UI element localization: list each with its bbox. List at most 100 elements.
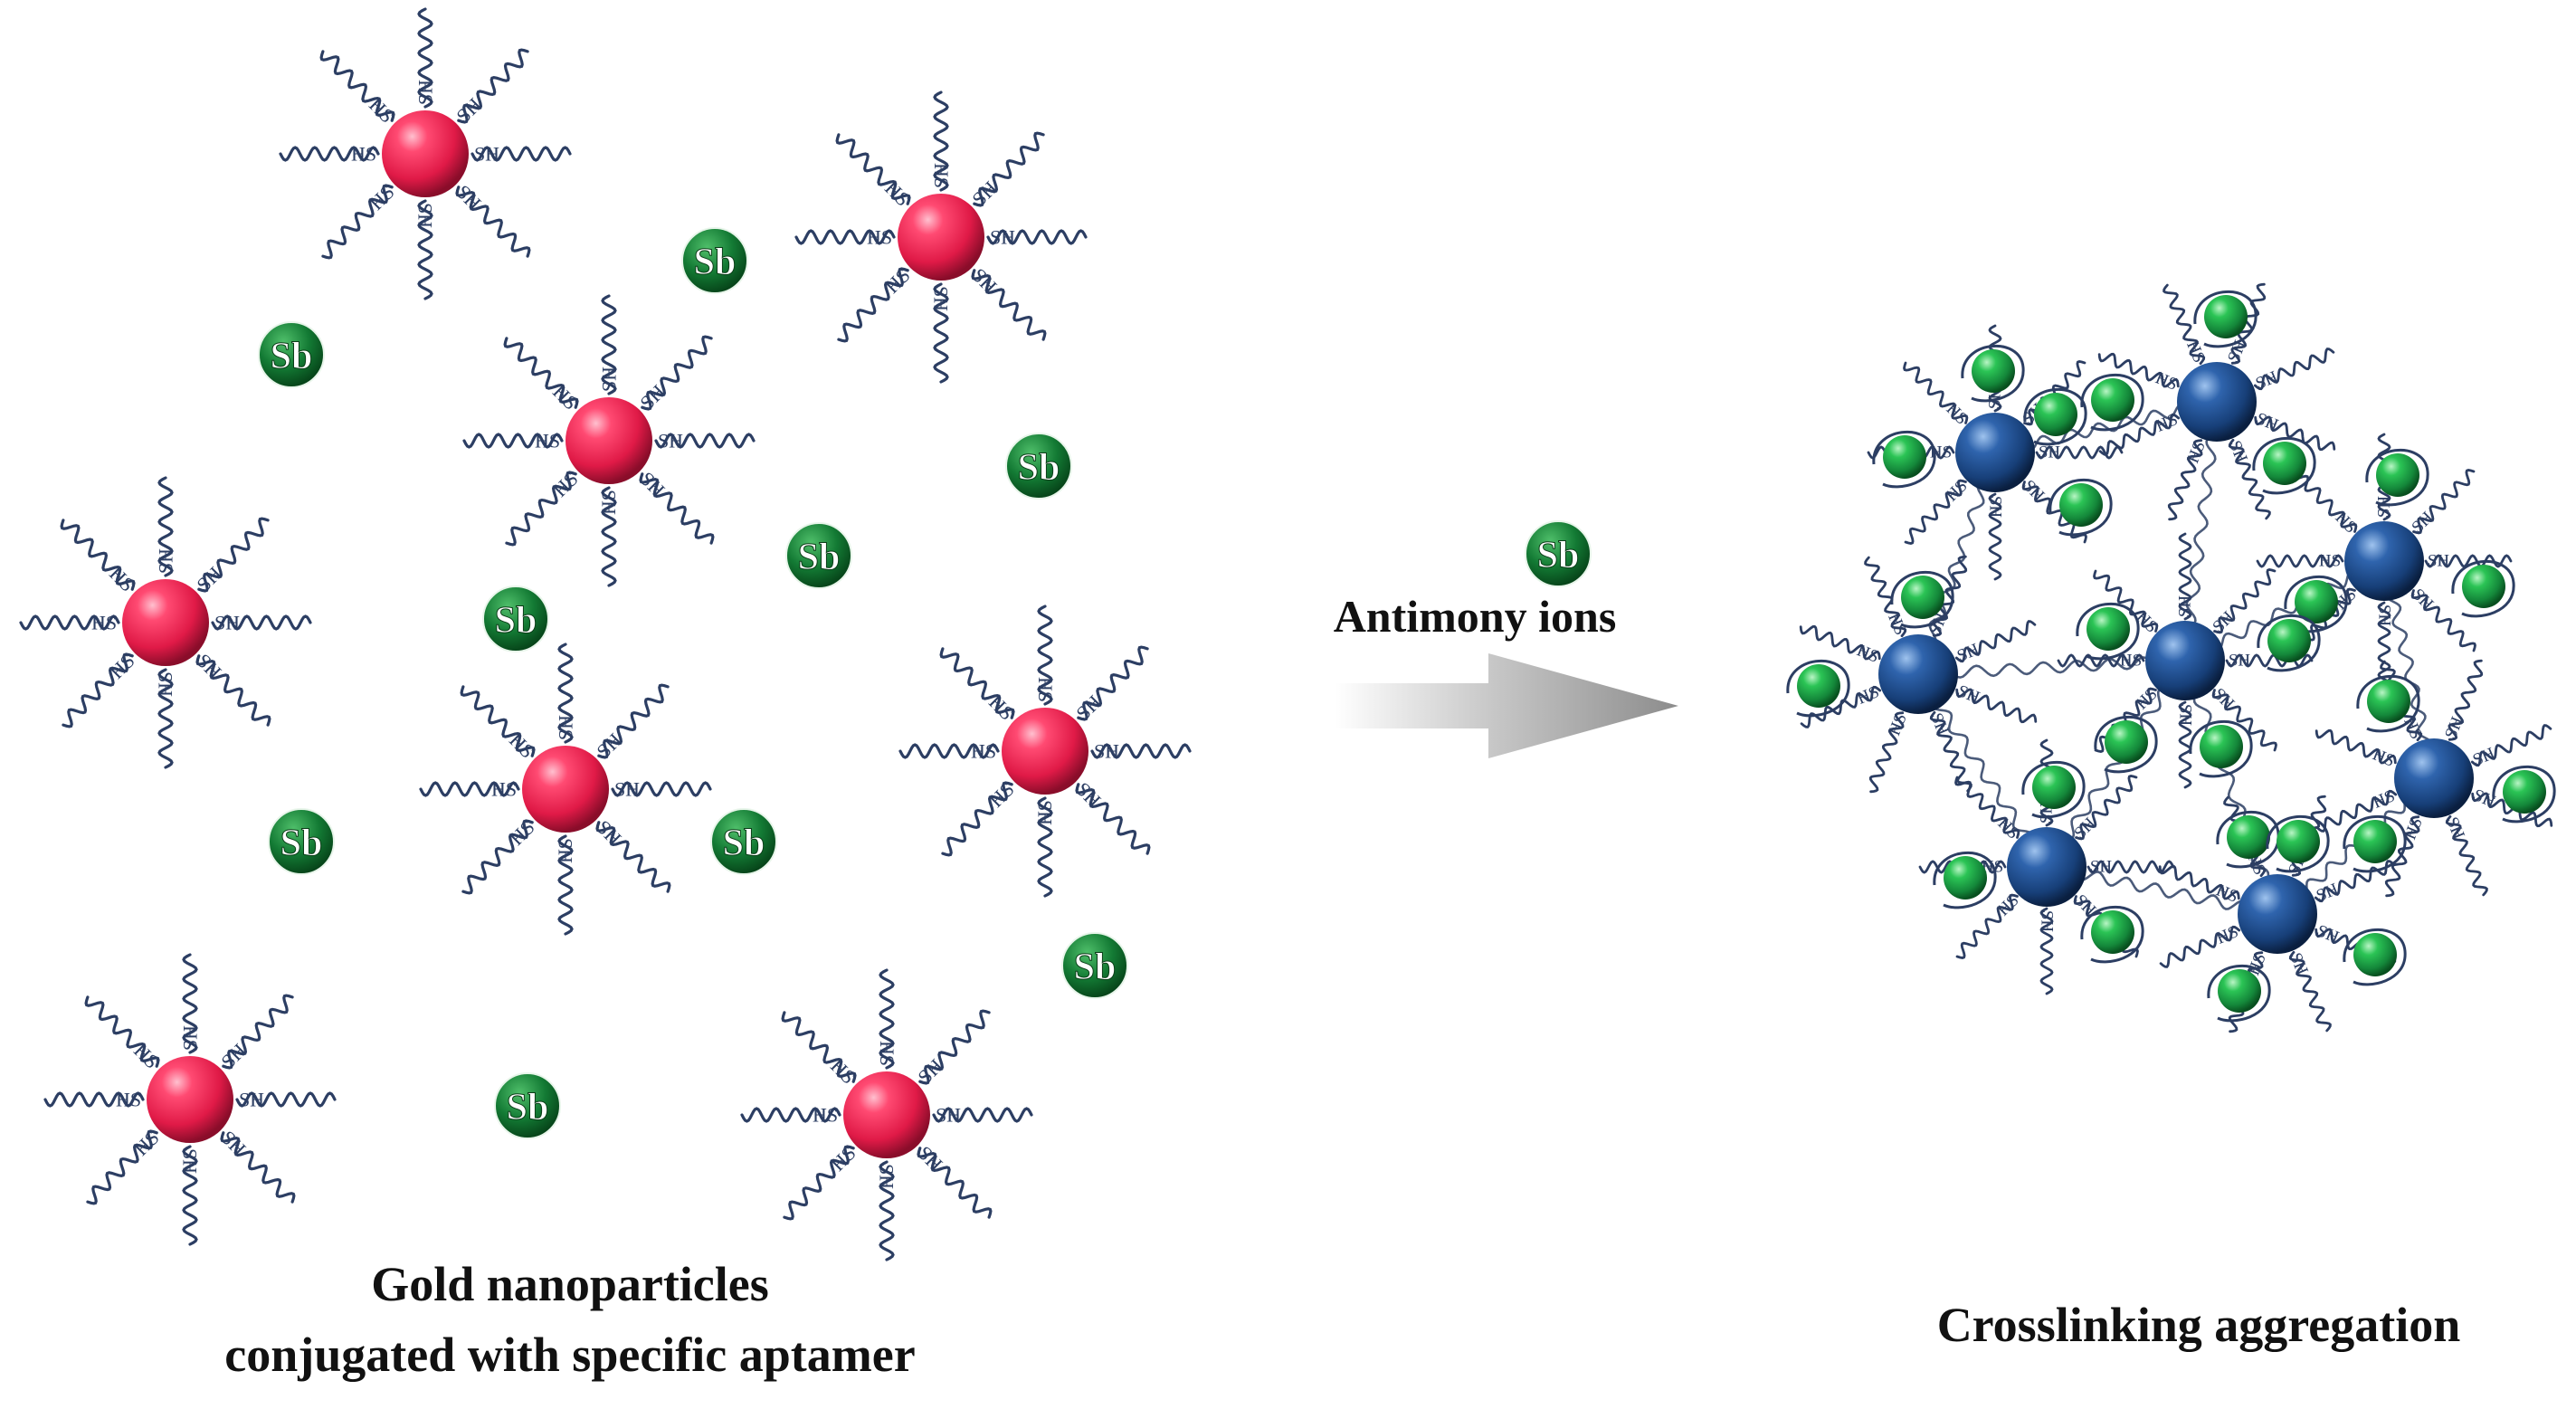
aptamer-strand <box>557 643 574 744</box>
thiol-label: HS <box>2153 368 2180 395</box>
aptamer-strand <box>461 819 534 895</box>
sb-ion-icon <box>2376 453 2419 497</box>
thiol-label: SH <box>1954 640 1982 666</box>
thiol-label: HS <box>2213 922 2241 948</box>
thiol-label: SH <box>555 715 577 740</box>
aptamer-strand <box>597 683 670 759</box>
thiol-label: HS <box>867 226 892 249</box>
aptamer-loop <box>2343 814 2407 873</box>
sphere-icon <box>566 397 652 484</box>
aptamer-strand <box>195 654 271 727</box>
aptamer-loop <box>2207 964 2271 1023</box>
aptamer-strand <box>898 743 1000 759</box>
thiol-label: SH <box>216 1126 251 1160</box>
sb-ion-label: Sb <box>495 600 537 642</box>
sb-ion-label: Sb <box>694 242 737 283</box>
thiol-label: SH <box>635 467 670 501</box>
crosslink-strand <box>2181 400 2221 662</box>
aptamer-strand <box>222 994 294 1070</box>
aptamer-strand <box>1800 685 1882 728</box>
free-nanoparticles-group: SHSHSHHSHSHSSHSHSHSHSHHSHSHSSHSHSHSHSHHS… <box>19 7 1192 1261</box>
aptamer-loop <box>1961 344 2025 403</box>
aptamer-loop <box>1786 659 1850 718</box>
aptamer-strand <box>2167 439 2203 521</box>
aptamer-strand <box>419 781 520 797</box>
sb-ion-icon <box>482 585 549 652</box>
thiol-label: SH <box>967 263 1002 298</box>
thiol-label: HS <box>2153 410 2181 436</box>
aptamer-strand <box>932 1107 1033 1123</box>
aptamer-strand <box>19 614 120 631</box>
aptamer-strand <box>321 184 394 260</box>
aptamer-strand <box>918 1009 991 1085</box>
sb-ion-label: Sb <box>507 1087 549 1128</box>
thiol-label: SH <box>555 838 577 863</box>
aptamer-loop <box>2266 814 2330 873</box>
sb-ion-icon <box>1944 856 1987 900</box>
thiol-label: SH <box>967 176 1002 211</box>
aptamer-strand <box>2470 724 2552 767</box>
aptamer-strand <box>641 335 713 411</box>
aptamer-strand <box>1090 743 1192 759</box>
aptamer-strand <box>457 48 529 124</box>
sb-ion-icon <box>2367 680 2410 723</box>
aptamer-strand <box>1037 796 1053 898</box>
bound-antimony <box>2343 928 2407 986</box>
aptamer-strand <box>2410 589 2476 652</box>
thiol-label: SH <box>192 562 226 596</box>
aptamer-loop <box>1933 851 1997 909</box>
aptamer-strand <box>740 1107 841 1123</box>
arrow-right-icon <box>1335 653 1678 758</box>
antimony-ion: Sb <box>268 808 335 875</box>
aptamer-strand <box>1904 479 1967 545</box>
thiol-label: HS <box>505 728 539 763</box>
thiol-label: SH <box>598 490 621 515</box>
thiol-label: SH <box>414 203 437 228</box>
bound-antimony <box>1872 430 1936 489</box>
sb-ion-label: Sb <box>271 336 313 377</box>
thiol-label: SH <box>2408 508 2437 537</box>
aptamer-strand <box>1037 605 1053 706</box>
sb-ion-icon <box>2267 619 2311 662</box>
sphere-icon <box>2344 521 2424 601</box>
arrow-label: Antimony ions <box>1333 591 1617 642</box>
sphere-icon <box>1002 708 1088 795</box>
sb-ion-label: Sb <box>1074 947 1117 988</box>
thiol-label: HS <box>365 180 399 214</box>
thiol-label: HS <box>1854 641 1881 667</box>
thiol-label: HS <box>813 1104 838 1127</box>
bound-antimony <box>2193 290 2258 348</box>
crosslink-strand <box>2046 659 2186 869</box>
right-caption: Crosslinking aggregation <box>1936 1298 2461 1352</box>
aptamer-strand <box>505 471 577 547</box>
aptamer-strand <box>157 476 174 577</box>
thiol-label: HS <box>129 1039 164 1073</box>
thiol-label: SH <box>216 1039 251 1073</box>
thiol-label: SH <box>2253 367 2281 394</box>
sphere-icon <box>2145 621 2225 700</box>
thiol-label: HS <box>826 1054 860 1089</box>
aptamer-strand <box>2315 728 2397 765</box>
thiol-label: SH <box>1071 690 1106 725</box>
bound-antimony <box>2048 478 2113 537</box>
thiol-label: HS <box>491 778 517 801</box>
aptamer-loop <box>2216 810 2280 869</box>
bound-antimony <box>2356 674 2420 733</box>
aptamer-loop <box>1890 570 1954 629</box>
aptamer-strand <box>2292 470 2358 533</box>
aptamer-loop <box>2023 387 2087 446</box>
thiol-label: SH <box>2286 950 2312 978</box>
thiol-label: HS <box>1943 476 1972 505</box>
aptamer-strand <box>460 685 536 757</box>
thiol-label: SH <box>2070 890 2099 919</box>
thiol-label: HS <box>1854 682 1882 709</box>
aptamer-strand <box>2445 814 2488 897</box>
aptamer-strand <box>2163 283 2206 366</box>
antimony-ion: Sb <box>1061 932 1128 999</box>
aptamer-strand <box>595 821 671 893</box>
sphere-icon <box>1955 413 2035 492</box>
